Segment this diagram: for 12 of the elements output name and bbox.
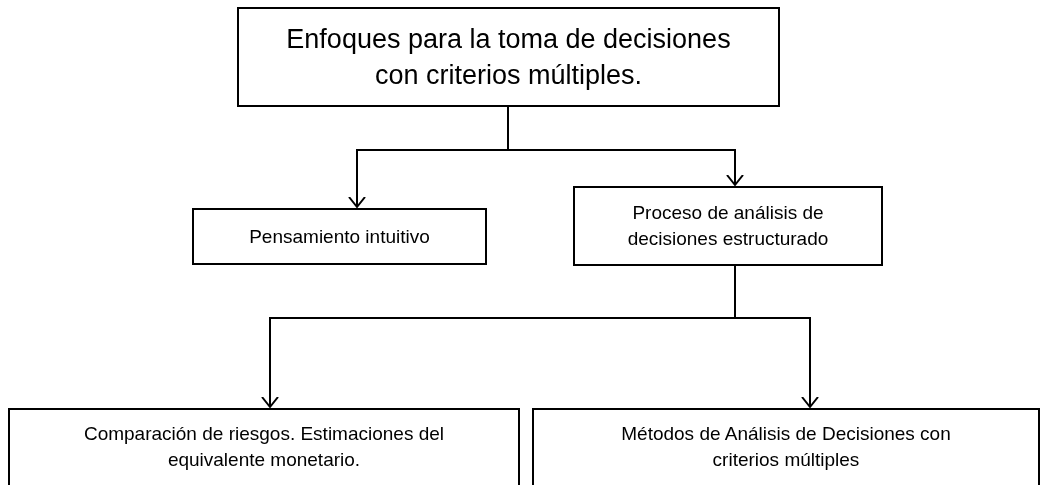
- process-box: [8, 408, 520, 485]
- box-label: Proceso de análisis de decisiones estructurado: [626, 201, 830, 251]
- box-label: Pensamiento intuitivo: [249, 224, 430, 249]
- box-label: Enfoques para la toma de decisiones con criterios múltiples.: [285, 23, 732, 92]
- process-box: [532, 408, 1040, 485]
- arrow: [507, 106, 744, 186]
- box-label: Métodos de Análisis de Decisiones con criterios múltiples: [620, 422, 952, 472]
- box-label: Comparación de riesgos. Estimaciones del equivalente monetario.: [82, 422, 446, 472]
- process-box: [573, 186, 883, 266]
- arrow: [734, 265, 819, 408]
- process-box: [192, 208, 487, 265]
- process-box: [237, 7, 780, 107]
